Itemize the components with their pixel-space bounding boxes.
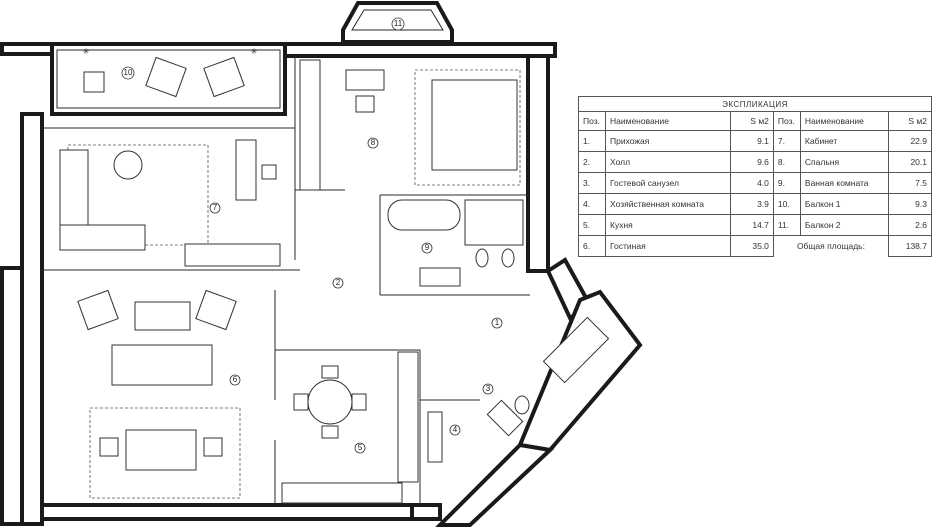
room-number-10: 10 [124, 68, 133, 77]
kitchen-furniture [281, 351, 419, 504]
total-label: Общая площадь: [796, 241, 865, 252]
row-name: Холл [605, 151, 731, 173]
row-name: Гостевой санузел [605, 172, 731, 194]
row-name: Хозяйственная комната [605, 193, 731, 215]
balcony-1-furniture: ✳ ✳ [83, 47, 258, 98]
row-num: 2. [578, 151, 606, 173]
explication-table: ЭКСПЛИКАЦИЯ Поз. Наименование S м2 Поз. … [578, 96, 932, 257]
row-num: 5. [578, 214, 606, 236]
row-area: 3.9 [729, 193, 774, 215]
header-area-left: S м2 [729, 111, 774, 131]
table-row: 5. Кухня 14.7 11. Балкон 2 2.6 [578, 214, 932, 236]
header-area-right: S м2 [888, 111, 932, 131]
row-num: 7. [772, 130, 801, 152]
row-name: Кабинет [799, 130, 890, 152]
outer-walls [0, 42, 643, 527]
row-area: 9.3 [888, 193, 932, 215]
row-area: 2.6 [888, 214, 932, 236]
row-area: 9.6 [729, 151, 774, 173]
row-area: 9.1 [729, 130, 774, 152]
row-area: 22.9 [888, 130, 932, 152]
row-num: 4. [578, 193, 606, 215]
room-number-5: 5 [358, 443, 363, 452]
row-name: Ванная комната [799, 172, 890, 194]
row-name: Балкон 1 [799, 193, 890, 215]
room-number-3: 3 [486, 384, 491, 393]
room-number-4: 4 [453, 425, 458, 434]
room-number-9: 9 [425, 243, 430, 252]
row-num: 6. [578, 235, 606, 257]
row-num: 1. [578, 130, 606, 152]
table-title: ЭКСПЛИКАЦИЯ [578, 96, 932, 112]
row-name: Спальня [799, 151, 890, 173]
entry-fixtures [427, 316, 610, 463]
row-num: 10. [772, 193, 801, 215]
row-area: 20.1 [888, 151, 932, 173]
row-area: 14.7 [729, 214, 774, 236]
table-row: 1. Прихожая 9.1 7. Кабинет 22.9 [578, 130, 932, 152]
row-num: 8. [772, 151, 801, 173]
table-row: 6. Гостиная 35.0 Общая площадь: 138.7 [578, 235, 932, 257]
room-number-7: 7 [213, 203, 218, 212]
row-name: Прихожая [605, 130, 731, 152]
bathroom-fixtures [387, 199, 524, 287]
row-name: Балкон 2 [799, 214, 890, 236]
row-area: 7.5 [888, 172, 932, 194]
table-row: 2. Холл 9.6 8. Спальня 20.1 [578, 151, 932, 173]
header-name-left: Наименование [605, 111, 731, 131]
row-name: Гостиная [605, 235, 731, 257]
row-num: 11. [772, 214, 801, 236]
row-area: 35.0 [729, 235, 774, 257]
svg-text:✳: ✳ [83, 47, 90, 56]
living-furniture [77, 289, 241, 499]
room-number-2: 2 [336, 278, 341, 287]
room-number-6: 6 [233, 375, 238, 384]
row-area: 4.0 [729, 172, 774, 194]
bedroom-furniture [299, 59, 521, 191]
total-area: 138.7 [888, 235, 932, 257]
svg-text:✳: ✳ [251, 47, 258, 56]
room-number-11: 11 [394, 19, 403, 28]
interior-walls [42, 56, 530, 505]
room-number-1: 1 [495, 318, 500, 327]
row-num: 9. [772, 172, 801, 194]
room-labels: 1 2 3 4 5 6 7 8 9 10 11 [121, 17, 503, 454]
row-name: Кухня [605, 214, 731, 236]
table-row: 3. Гостевой санузел 4.0 9. Ванная комнат… [578, 172, 932, 194]
header-pos-left: Поз. [578, 111, 606, 131]
header-pos-right: Поз. [772, 111, 801, 131]
header-name-right: Наименование [799, 111, 890, 131]
table-row: 4. Хозяйственная комната 3.9 10. Балкон … [578, 193, 932, 215]
study-furniture [59, 139, 281, 267]
row-num: 3. [578, 172, 606, 194]
room-number-8: 8 [371, 138, 376, 147]
